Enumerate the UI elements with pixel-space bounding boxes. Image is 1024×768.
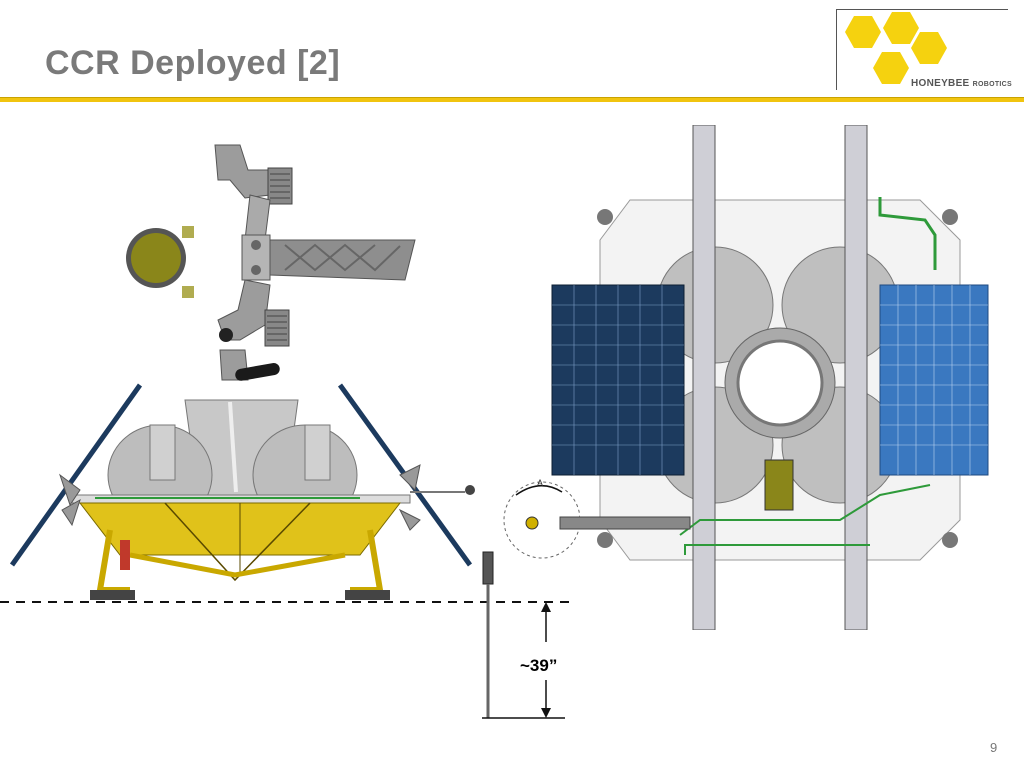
logo-suffix: ROBOTICS bbox=[972, 81, 1012, 88]
slide-title: CCR Deployed [2] bbox=[45, 44, 341, 82]
company-logo: HONEYBEE ROBOTICS bbox=[836, 9, 1012, 90]
logo-brand: HONEYBEE bbox=[911, 78, 970, 89]
title-divider bbox=[0, 97, 1024, 102]
lander-side-view-drawing bbox=[0, 383, 580, 719]
lander-top-view-drawing bbox=[551, 125, 989, 630]
honeycomb-logo-icon bbox=[845, 12, 947, 84]
ccr-arm-detail-drawing bbox=[126, 144, 416, 381]
page-number: 9 bbox=[990, 740, 998, 755]
depth-dimension-label: ~39” bbox=[520, 656, 558, 675]
logo-wordmark: HONEYBEE ROBOTICS bbox=[911, 78, 1012, 89]
view-marker-label: A bbox=[537, 478, 544, 488]
